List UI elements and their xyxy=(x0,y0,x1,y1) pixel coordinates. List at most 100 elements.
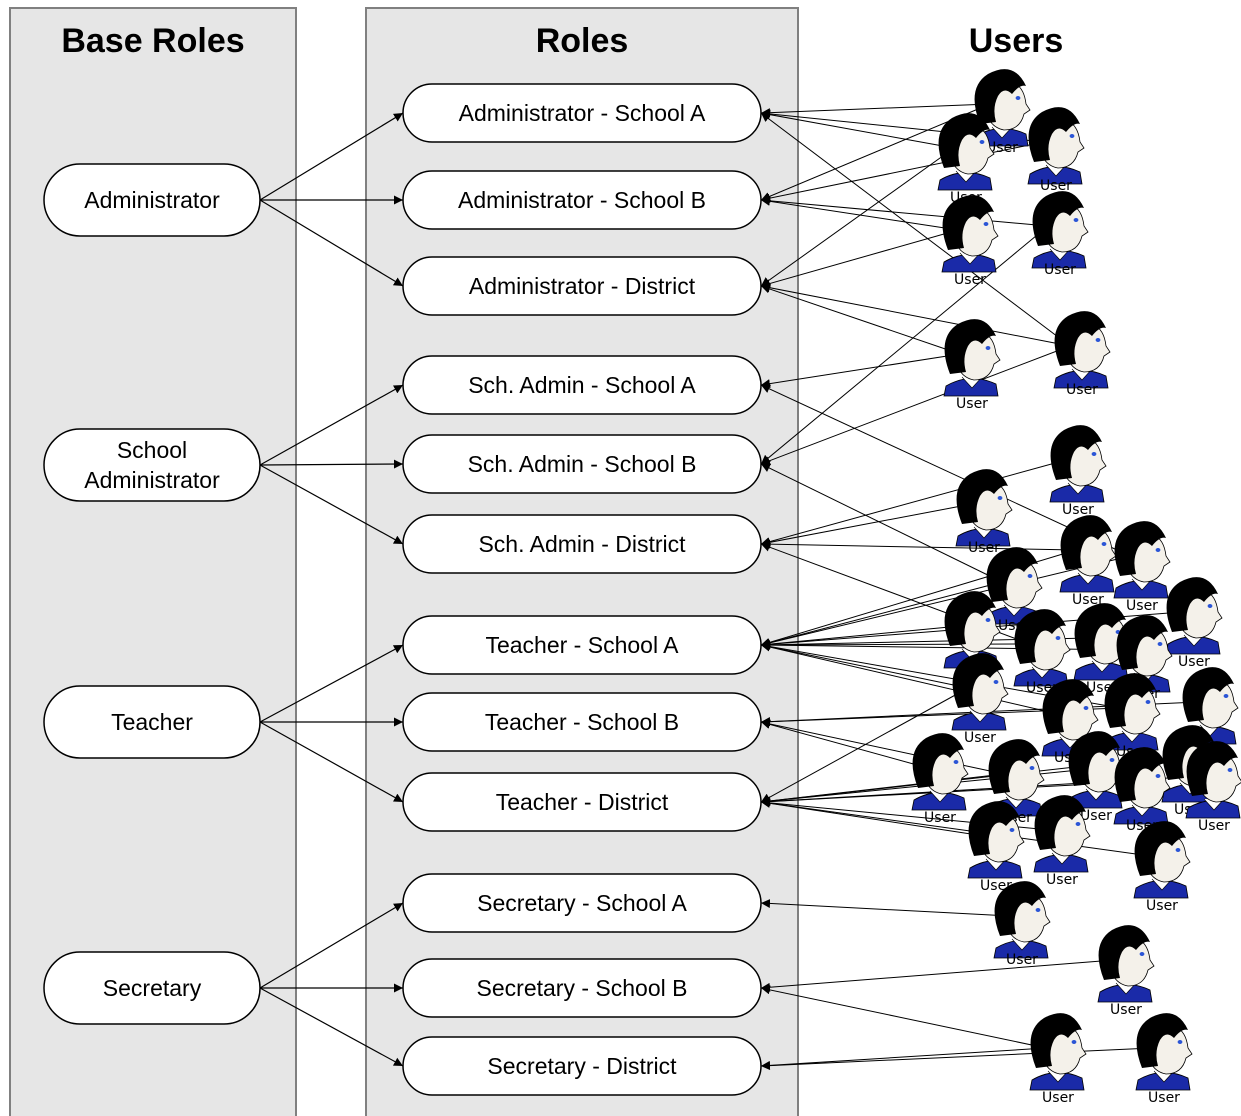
base-role-edge xyxy=(259,987,404,1067)
user-role-edge xyxy=(760,463,1003,583)
user-role-edge xyxy=(760,625,961,649)
user-role-edge xyxy=(760,581,1003,648)
user-icon: User xyxy=(941,195,999,288)
user-role-edge xyxy=(760,959,1115,992)
role-secretary-b: Secretary - School B xyxy=(402,958,762,1018)
role-admin-d: Administrator - District xyxy=(402,256,762,316)
role-label: Administrator - District xyxy=(469,273,696,299)
base-role-label: Administrator xyxy=(84,187,220,213)
role-label: Sch. Admin - School A xyxy=(468,372,696,398)
user-role-edge xyxy=(760,147,955,287)
user-icon: User xyxy=(1133,821,1191,914)
user-icon: User xyxy=(1135,1013,1193,1106)
user-label: User xyxy=(1146,898,1178,914)
user-icon: User xyxy=(1059,515,1117,608)
user-icon: User xyxy=(1031,191,1089,278)
users-title: Users xyxy=(969,22,1064,60)
user-icon: User xyxy=(1067,731,1125,824)
role-admin-a: Administrator - School A xyxy=(402,83,762,143)
role-secretary-d: Secretary - District xyxy=(402,1036,762,1096)
user-icon: User xyxy=(1185,741,1241,834)
role-schadmin-a: Sch. Admin - School A xyxy=(402,355,762,415)
role-schadmin-d: Sch. Admin - District xyxy=(402,514,762,574)
role-label: Teacher - School A xyxy=(485,632,679,658)
user-label: User xyxy=(964,730,996,746)
user-role-edge xyxy=(760,229,959,288)
user-label: User xyxy=(1072,592,1104,608)
base-role-label: Administrator xyxy=(84,467,220,493)
role-label: Secretary - School B xyxy=(477,975,688,1001)
role-nodes: Administrator - School A Administrator - … xyxy=(402,83,762,1096)
user-label: User xyxy=(1178,654,1210,670)
user-label: User xyxy=(1006,952,1038,968)
user-label: User xyxy=(954,272,986,288)
role-teacher-b: Teacher - School B xyxy=(402,692,762,752)
base-role-edge xyxy=(259,721,404,803)
base-role-edge xyxy=(259,902,404,989)
user-role-edge xyxy=(760,103,991,118)
user-icon: User xyxy=(1053,311,1111,398)
role-label: Secretary - District xyxy=(487,1053,677,1079)
base-role-label: Teacher xyxy=(111,709,193,735)
user-icon: User xyxy=(943,319,1001,412)
user-label: User xyxy=(968,540,1000,556)
user-label: User xyxy=(1042,1090,1074,1106)
role-label: Sch. Admin - School B xyxy=(468,451,697,477)
user-role-edge xyxy=(760,112,1071,347)
role-label: Secretary - School A xyxy=(477,890,687,916)
role-teacher-a: Teacher - School A xyxy=(402,615,762,675)
user-role-edge xyxy=(760,141,1045,203)
base-role-nodes: AdministratorSchoolAdministratorTeacherS… xyxy=(43,163,261,1025)
user-icon: User xyxy=(937,113,995,206)
user-icon: User xyxy=(955,469,1013,556)
base-roles-title: Base Roles xyxy=(61,22,244,60)
user-icon: User xyxy=(1027,107,1085,194)
user-label: User xyxy=(1110,1002,1142,1018)
user-icon: User xyxy=(1113,747,1171,834)
role-label: Teacher - School B xyxy=(485,709,679,735)
base-role-edge xyxy=(259,464,404,545)
role-schadmin-b: Sch. Admin - School B xyxy=(402,434,762,494)
user-icon: User xyxy=(1033,795,1091,888)
role-label: Administrator - School B xyxy=(458,187,706,213)
user-icon: User xyxy=(993,881,1051,968)
user-role-edge xyxy=(760,539,1077,551)
user-role-edge xyxy=(760,642,969,689)
base-role-secretary: Secretary xyxy=(43,951,261,1025)
user-icon: User xyxy=(1013,609,1071,696)
user-icon: User xyxy=(951,653,1009,746)
role-admin-b: Administrator - School B xyxy=(402,170,762,230)
user-icon: User xyxy=(1165,577,1223,670)
user-role-edge xyxy=(760,503,973,547)
base-role-edge xyxy=(259,644,404,723)
user-label: User xyxy=(1046,872,1078,888)
user-role-edge xyxy=(760,110,955,149)
role-secretary-a: Secretary - School A xyxy=(402,873,762,933)
base-role-label: Secretary xyxy=(103,975,202,1001)
user-role-edge xyxy=(760,798,985,837)
user-role-edge xyxy=(760,555,1131,648)
user-role-edge xyxy=(760,985,1047,1049)
user-role-edge xyxy=(760,1047,1047,1070)
user-icon: User xyxy=(1029,1013,1087,1106)
user-role-edge xyxy=(760,284,961,355)
role-teacher-d: Teacher - District xyxy=(402,772,762,832)
base-role-administrator: Administrator xyxy=(43,163,261,237)
user-role-edge xyxy=(760,898,1011,917)
user-label: User xyxy=(1198,818,1230,834)
base-role-teacher: Teacher xyxy=(43,685,261,759)
user-label: User xyxy=(1126,598,1158,614)
user-label: User xyxy=(1040,178,1072,194)
user-label: User xyxy=(1066,382,1098,398)
user-role-edge xyxy=(760,196,1049,227)
user-icon: User xyxy=(1097,925,1155,1018)
user-role-edge xyxy=(760,640,1133,651)
user-icon: User xyxy=(1113,521,1171,614)
base-role-edge xyxy=(259,459,404,469)
user-label: User xyxy=(1148,1090,1180,1106)
base-role-edge xyxy=(259,199,404,287)
user-role-edge xyxy=(760,459,1067,546)
